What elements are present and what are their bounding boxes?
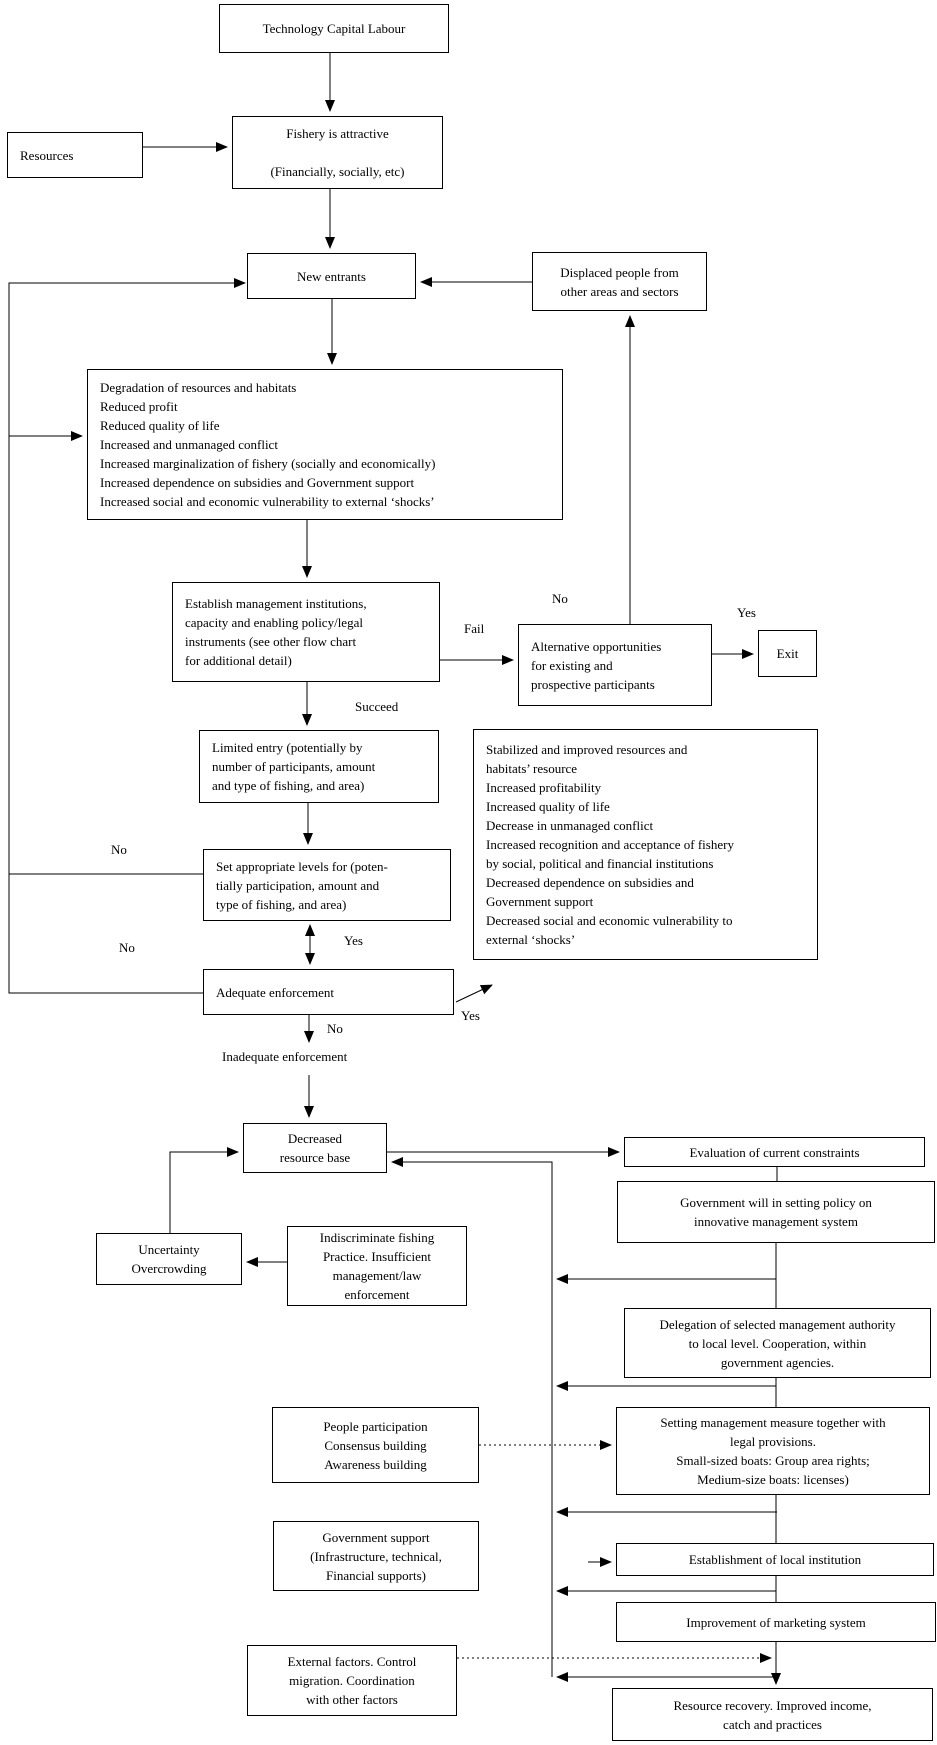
inadequate-enforcement-label: Inadequate enforcement (222, 1049, 348, 1064)
node-delegation-authority: Delegation of selected management author… (624, 1308, 931, 1378)
node-set-appropriate-levels: Set appropriate levels for (poten- tiall… (203, 849, 451, 921)
node-evaluation-constraints: Evaluation of current constraints (624, 1137, 925, 1167)
node-external-factors: External factors. Control migration. Coo… (247, 1645, 457, 1716)
node-new-entrants: New entrants (247, 253, 416, 299)
no-label-alternative: No (552, 591, 568, 606)
node-improvement-marketing: Improvement of marketing system (616, 1602, 936, 1642)
node-technology-capital-labour: Technology Capital Labour (219, 4, 449, 53)
yes-label-enforcement: Yes (344, 933, 363, 948)
connector-spine-to-decreased (391, 1157, 553, 1677)
node-people-participation: People participation Consensus building … (272, 1407, 479, 1483)
node-exit: Exit (758, 630, 817, 677)
fail-label: Fail (464, 621, 485, 636)
node-adequate-enforcement: Adequate enforcement (203, 969, 454, 1015)
node-alternative-opportunities: Alternative opportunities for existing a… (518, 624, 712, 706)
node-resource-recovery: Resource recovery. Improved income, catc… (612, 1688, 933, 1741)
connector-adequate-yes-diagonal (455, 984, 493, 1003)
node-stabilized-outcomes: Stabilized and improved resources and ha… (473, 729, 818, 960)
node-establish-management: Establish management institutions, capac… (172, 582, 440, 682)
node-displaced-people: Displaced people from other areas and se… (532, 252, 707, 311)
node-resources: Resources (7, 132, 143, 178)
no-label-set-levels: No (111, 842, 127, 857)
connector-left-feedback-loop (8, 278, 246, 994)
node-fishery-attractive: Fishery is attractive (Financially, soci… (232, 116, 443, 189)
no-label-below-adequate: No (327, 1021, 343, 1036)
yes-label-exit: Yes (737, 605, 756, 620)
yes-label-diagonal: Yes (461, 1008, 480, 1023)
node-limited-entry: Limited entry (potentially by number of … (199, 730, 439, 803)
node-setting-management-measure: Setting management measure together with… (616, 1407, 930, 1495)
node-government-will: Government will in setting policy on inn… (617, 1181, 935, 1243)
node-decreased-resource-base: Decreased resource base (243, 1123, 387, 1173)
node-degradation-effects: Degradation of resources and habitats Re… (87, 369, 563, 520)
node-uncertainty-overcrowding: Uncertainty Overcrowding (96, 1233, 242, 1285)
succeed-label: Succeed (355, 699, 399, 714)
no-label-adequate: No (119, 940, 135, 955)
node-indiscriminate-fishing: Indiscriminate fishing Practice. Insuffi… (287, 1226, 467, 1306)
connector-uncertainty-to-decreased (169, 1147, 239, 1233)
node-government-support: Government support (Infrastructure, tech… (273, 1521, 479, 1591)
node-establishment-local-institution: Establishment of local institution (616, 1543, 934, 1576)
